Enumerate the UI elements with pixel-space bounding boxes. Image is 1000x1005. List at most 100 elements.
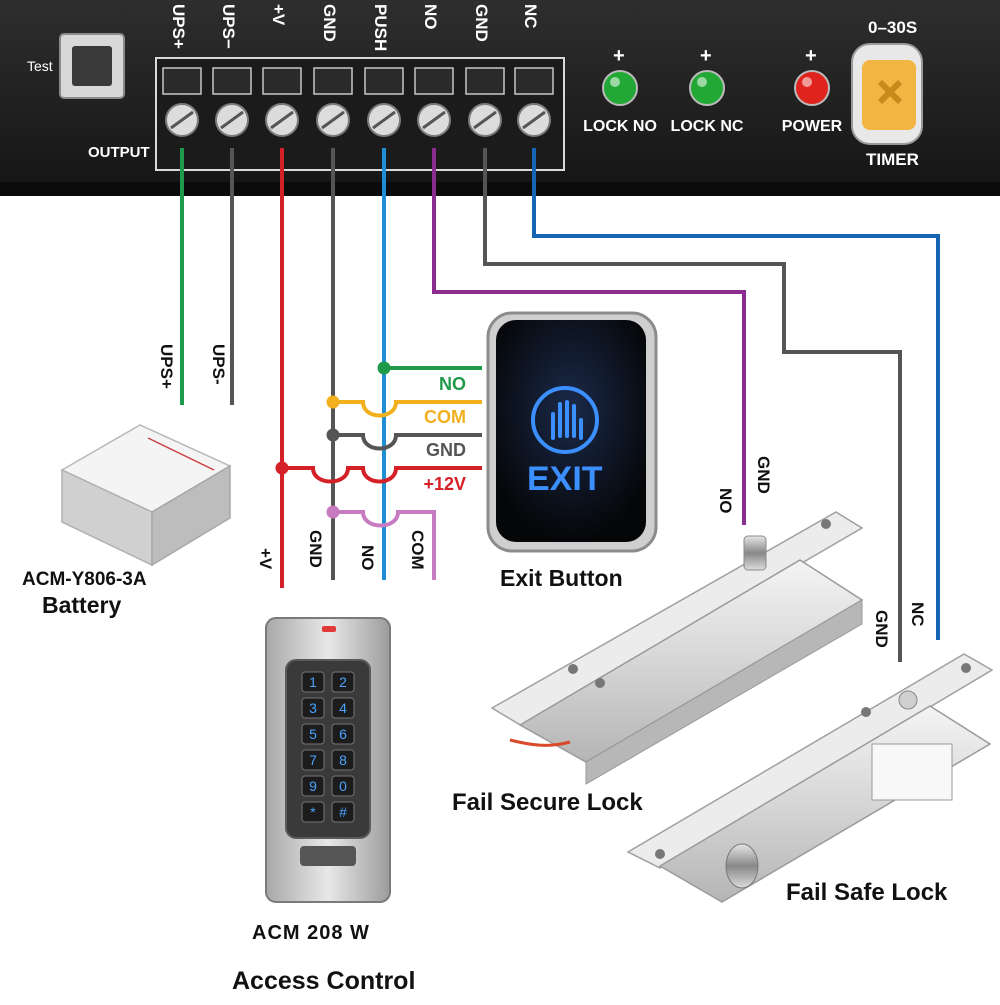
- led-highlight: [697, 77, 707, 87]
- keypad-com-wire: [333, 510, 436, 580]
- wire-junction-dot: [275, 461, 289, 475]
- exit-wire-label: COM: [424, 407, 466, 427]
- fail-secure-screw: [568, 664, 578, 674]
- led-plus-sign: +: [613, 45, 625, 67]
- terminal-slot: [465, 67, 505, 95]
- keypad-key-label: 3: [309, 700, 317, 716]
- keypad-key-label: 1: [309, 674, 317, 690]
- exit-gnd-wire: [333, 433, 482, 451]
- keypad-key[interactable]: [331, 723, 355, 745]
- fail-secure-cable: [509, 738, 571, 747]
- keypad-key[interactable]: [331, 671, 355, 693]
- exit-face-text: EXIT: [527, 460, 603, 498]
- keypad-key-label: 7: [309, 752, 317, 768]
- terminal-slot: [414, 67, 454, 95]
- keypad-key-label: #: [339, 804, 347, 820]
- led-label: LOCK NO: [583, 118, 657, 135]
- battery-title: Battery: [42, 592, 121, 618]
- fail-secure-plate: [490, 511, 864, 727]
- keypad-key[interactable]: [331, 749, 355, 771]
- keypad-model-label: ACM 208 W: [252, 922, 370, 944]
- led-plus-sign: +: [805, 45, 817, 67]
- fail-safe-spec-label: [871, 743, 953, 801]
- screw-slot-icon: [321, 110, 345, 130]
- terminal-label: UPS+: [169, 4, 188, 49]
- terminal-slot: [313, 67, 353, 95]
- led-label: POWER: [782, 118, 843, 135]
- terminal-label: NC: [521, 4, 540, 29]
- exit-com-wire: [333, 400, 482, 418]
- screw-slot-icon: [473, 110, 497, 130]
- led-indicators: +LOCK NO+LOCK NC+POWER: [583, 45, 843, 135]
- led-highlight: [610, 77, 620, 87]
- keypad-no-wire-label: NO: [358, 545, 377, 571]
- terminal-slot: [364, 67, 404, 95]
- keypad-key-label: *: [310, 804, 316, 820]
- battery-side: [151, 464, 231, 567]
- keypad-key-label: 9: [309, 778, 317, 794]
- fail-safe-nc-wire-label: NC: [908, 602, 927, 627]
- ups-minus-wire-label: UPS-: [209, 344, 228, 385]
- keypad-title: Access Control: [232, 967, 415, 995]
- fail-secure-gnd-wire-label: GND: [754, 456, 773, 494]
- exit-wire-label: +12V: [423, 474, 466, 494]
- screw-slot-icon: [422, 110, 446, 130]
- keypad-key[interactable]: [331, 697, 355, 719]
- wire-junction-dot: [326, 395, 340, 409]
- terminal-label: GND: [320, 4, 339, 42]
- keypad-key-label: 6: [339, 726, 347, 742]
- keypad-key-label: 8: [339, 752, 347, 768]
- timer-slot-icon: [877, 79, 903, 105]
- battery-device: ACM-Y806-3A Battery: [22, 424, 232, 618]
- keypad-key[interactable]: [331, 801, 355, 823]
- fail-safe-lock-device: Fail Safe Lock: [626, 653, 994, 906]
- battery-model-label: ACM-Y806-3A: [22, 569, 147, 590]
- fail-secure-side: [585, 599, 863, 785]
- output-label: OUTPUT: [88, 144, 150, 161]
- keypad-key[interactable]: [301, 697, 325, 719]
- keypad-key-label: 4: [339, 700, 347, 716]
- wire-junction-dot: [326, 428, 340, 442]
- fail-secure-bolt: [743, 535, 767, 571]
- screw-slot-icon: [270, 110, 294, 130]
- screw-slot-icon: [220, 110, 244, 130]
- keypad-key-label: 5: [309, 726, 317, 742]
- terminal-label: PUSH: [371, 4, 390, 51]
- timer-label: TIMER: [866, 150, 919, 169]
- exit-button-title: Exit Button: [500, 565, 623, 591]
- terminal-slot: [262, 67, 302, 95]
- keypad-key[interactable]: [331, 775, 355, 797]
- hand-icon-ring: [531, 386, 599, 454]
- fail-safe-gnd-wire-label: GND: [872, 610, 891, 648]
- test-button[interactable]: [59, 33, 125, 99]
- fail-safe-title: Fail Safe Lock: [786, 879, 948, 906]
- wires: [180, 148, 940, 662]
- screw-slot-icon: [170, 110, 194, 130]
- fail-safe-screw: [861, 707, 871, 717]
- exit-button-device: EXIT Exit Button: [486, 311, 658, 591]
- keypad-key[interactable]: [301, 723, 325, 745]
- led-highlight: [802, 77, 812, 87]
- wire-junction-dot: [377, 361, 391, 375]
- keypad-status-led: [322, 626, 336, 632]
- fail-secure-no-wire-label: NO: [716, 488, 735, 514]
- keypad-key[interactable]: [301, 671, 325, 693]
- terminal-slot: [514, 67, 554, 95]
- led-light: [602, 70, 638, 106]
- wire-labels: UPS+ UPS- +V GND NO COM NO GND GND NC: [157, 344, 927, 648]
- fail-secure-screw: [821, 519, 831, 529]
- timer-pot[interactable]: 0–30S TIMER: [851, 18, 923, 169]
- keypad-key[interactable]: [301, 801, 325, 823]
- ups-plus-wire-label: UPS+: [157, 344, 176, 389]
- fail-safe-bolt: [725, 843, 759, 889]
- keypad-key[interactable]: [301, 775, 325, 797]
- terminal-label: UPS−: [219, 4, 238, 49]
- fail-safe-hole: [898, 690, 918, 710]
- keypad-key[interactable]: [301, 749, 325, 771]
- led-light: [794, 70, 830, 106]
